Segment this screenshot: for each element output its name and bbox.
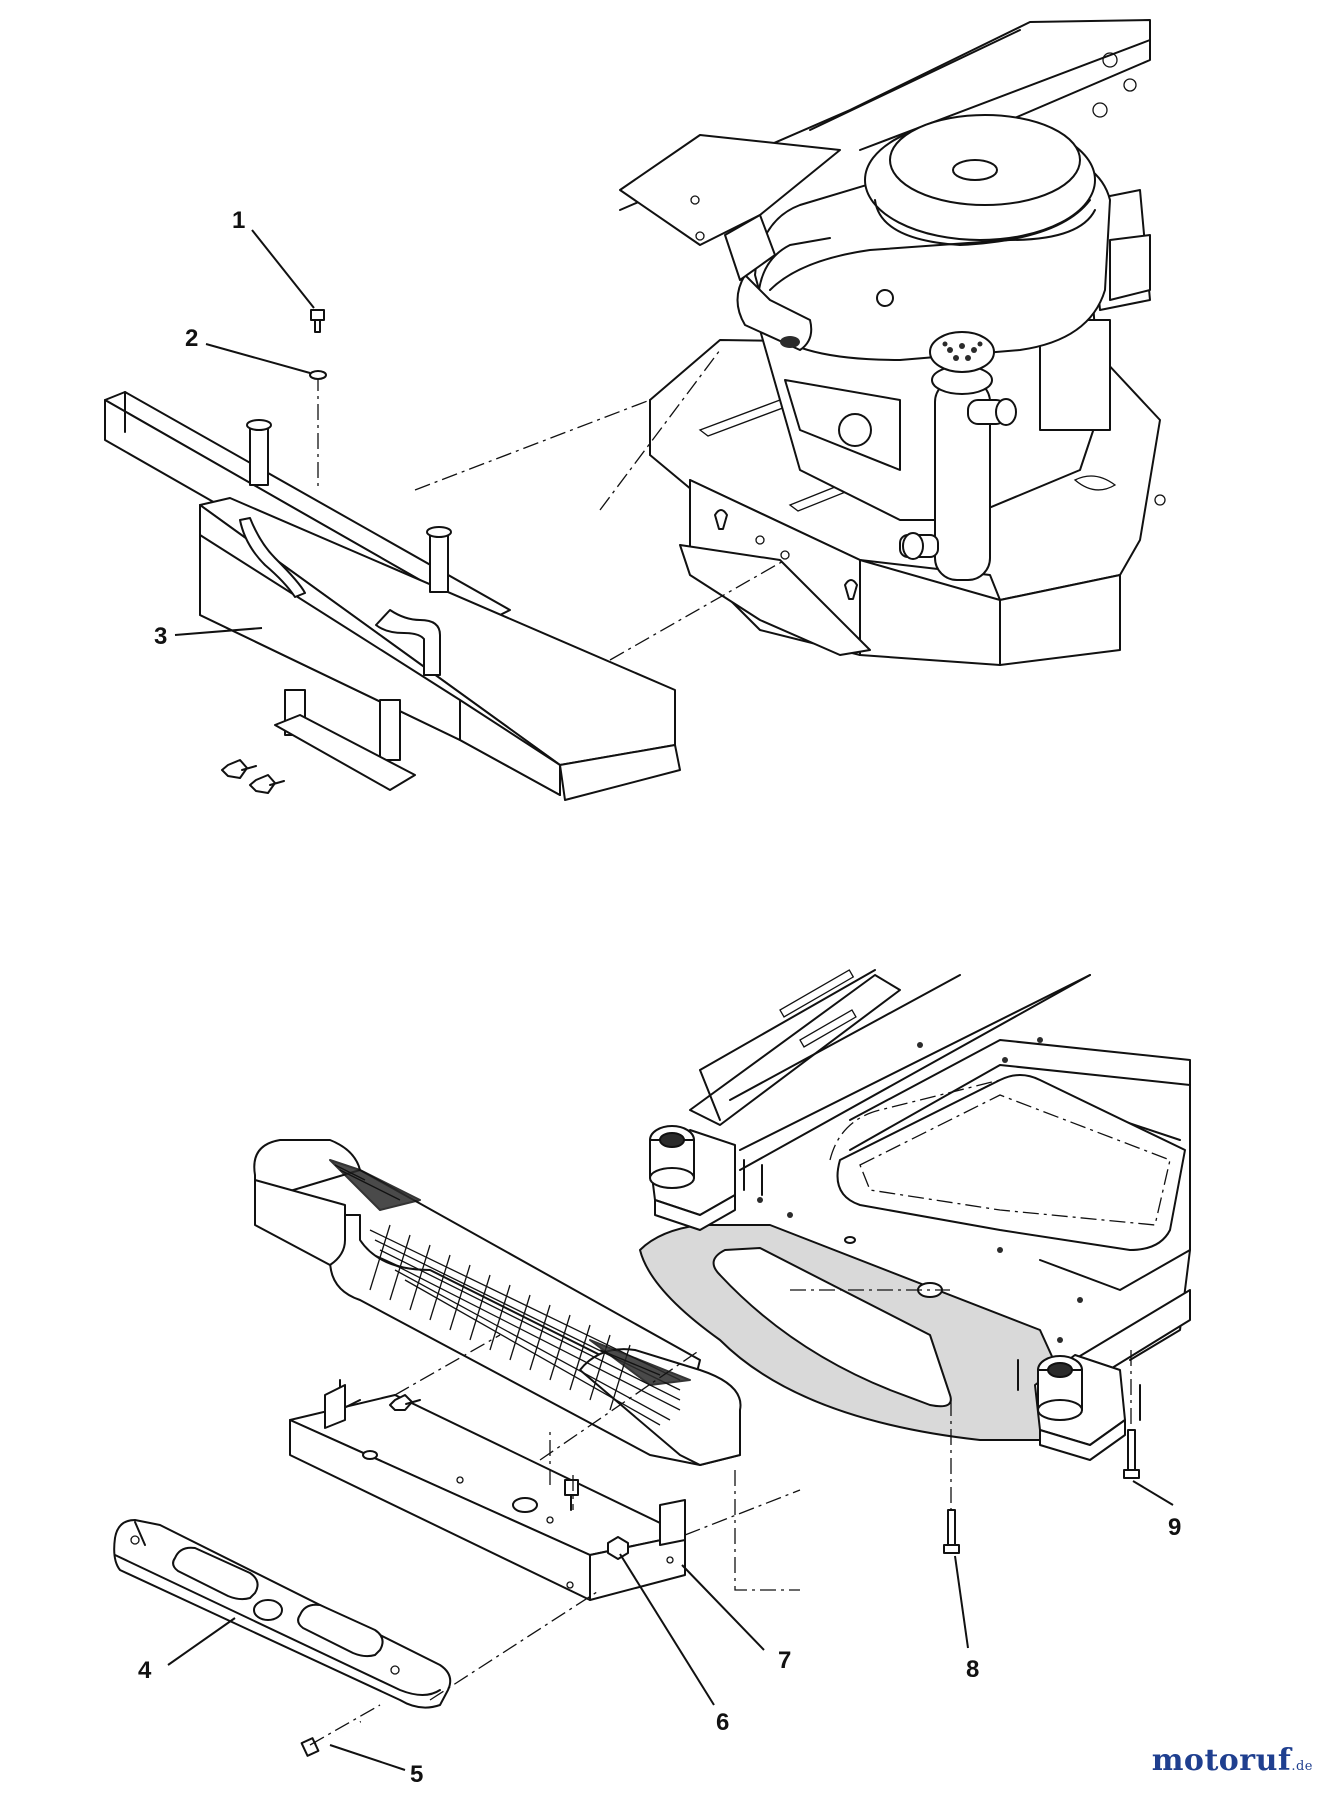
callout-7: 7 [778, 1647, 791, 1674]
assembly-lines-bottom [309, 1289, 1132, 1746]
callout-1: 1 [232, 207, 245, 234]
callout-2: 2 [185, 325, 198, 352]
front-bumper-weldment [104, 391, 681, 801]
callout-4: 4 [138, 1657, 152, 1684]
callout-5: 5 [410, 1761, 423, 1788]
pivot-right [1017, 1354, 1141, 1461]
chassis-frame [689, 969, 1191, 1401]
watermark-logo: motoruf.de [1152, 1743, 1313, 1778]
front-bumper [113, 1519, 452, 1709]
callout-3: 3 [154, 623, 167, 650]
pivot-left [649, 1125, 763, 1231]
bolt-part-9 [1123, 1429, 1140, 1479]
bumper-mount-plate [289, 1379, 686, 1601]
callout-labels: 1 2 3 4 5 6 7 8 9 [138, 207, 1181, 1788]
bolt-part-5 [300, 1720, 361, 1757]
callout-8: 8 [966, 1656, 979, 1683]
floor-pan [639, 1224, 1067, 1441]
callout-6: 6 [716, 1709, 729, 1736]
assembly-lines-top [317, 349, 786, 661]
foot-rest [253, 1139, 742, 1466]
washer-part-2 [309, 370, 327, 380]
watermark-text: motoruf [1151, 1743, 1292, 1778]
bolt-part-1 [310, 309, 325, 333]
engine [724, 114, 1166, 581]
callout-9: 9 [1168, 1514, 1181, 1541]
bolt-part-8 [943, 1509, 960, 1554]
leader-lines [167, 229, 1174, 1771]
watermark-suffix: .de [1291, 1759, 1313, 1774]
nut-part-6 [607, 1536, 629, 1560]
